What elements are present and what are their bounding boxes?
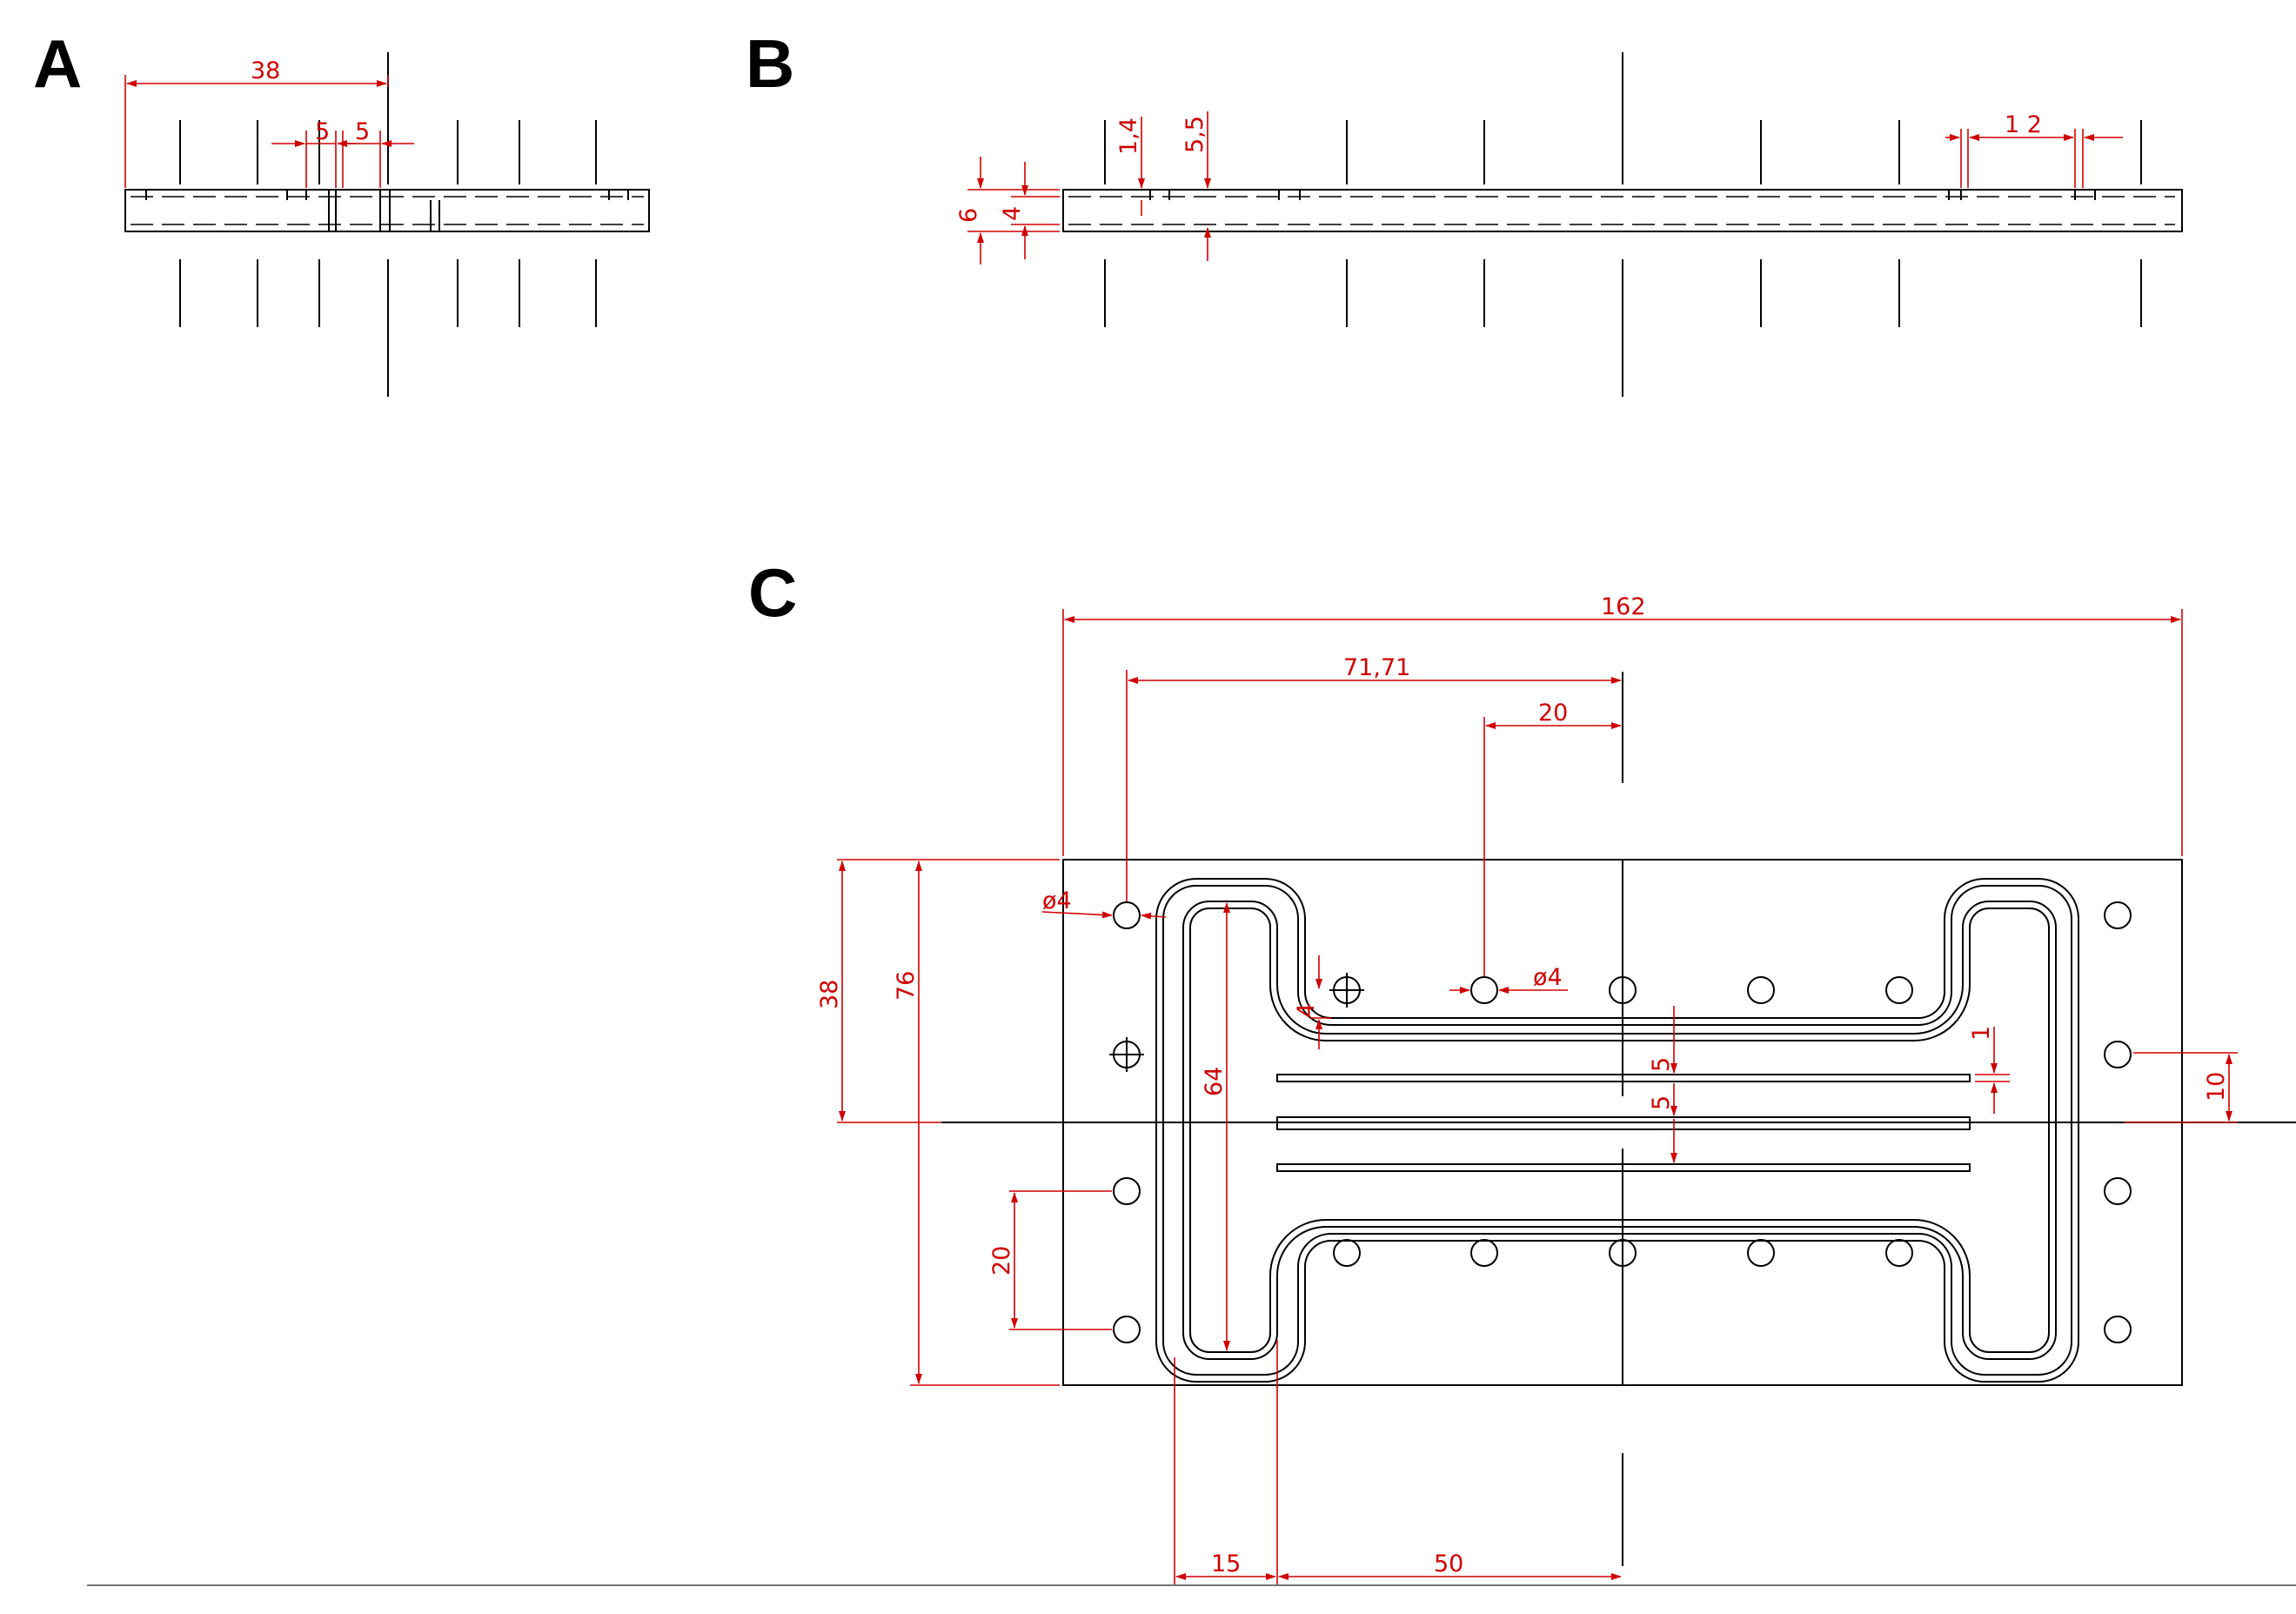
panel-a-label: A [33, 25, 82, 102]
hole-bottom-left [1113, 1316, 1141, 1343]
hole-row-top-4 [1747, 976, 1775, 1004]
dim-c-phi4-mid: ø4 [1533, 964, 1563, 991]
dim-a-width: 38 [251, 57, 280, 84]
hole-row-top-2 [1470, 976, 1498, 1004]
hole-row-bottom-2 [1470, 1239, 1498, 1267]
dim-c-5-upper: 5 [1648, 1057, 1675, 1072]
panel-a-dimensions: 38 5 5 [124, 57, 414, 188]
panel-b-label: B [746, 25, 794, 102]
hole-row-bottom-1 [1333, 1239, 1361, 1267]
dim-c-50: 50 [1434, 1550, 1463, 1577]
hole-right-mid [2104, 1041, 2132, 1068]
dim-c-10: 10 [2203, 1072, 2230, 1102]
hole-row-bottom-4 [1747, 1239, 1775, 1267]
dim-c-20-left: 20 [988, 1246, 1015, 1276]
hole-bottom-right [2104, 1316, 2132, 1343]
panel-b-dimensions: 6 4 1,4 5,5 1 2 [955, 111, 2123, 265]
dim-c-1: 1 [1968, 1026, 1995, 1041]
dim-c-162: 162 [1601, 593, 1646, 620]
hole-right-lower [2104, 1177, 2132, 1205]
panel-a-part-outline [124, 189, 650, 232]
dim-c-38: 38 [816, 980, 843, 1009]
panel-b-part-outline [1062, 189, 2183, 232]
panel-a: A [33, 25, 650, 397]
dim-a-5-right: 5 [355, 118, 370, 145]
panel-b-center-lines [1104, 52, 2142, 397]
panel-c: C [748, 554, 2296, 1585]
dim-b-4: 4 [999, 206, 1026, 221]
dim-b-12: 1 2 [2005, 111, 2042, 138]
hole-row-top-5 [1885, 976, 1913, 1004]
dim-c-71-71: 71,71 [1343, 654, 1410, 681]
dim-b-6: 6 [955, 208, 982, 223]
panel-c-center-lines [941, 672, 2296, 1566]
panel-a-center-lines [179, 52, 597, 397]
dim-a-5-left: 5 [315, 118, 330, 145]
panel-b: B [746, 25, 2183, 397]
dim-c-64: 64 [1201, 1067, 1228, 1096]
dim-b-5-5: 5,5 [1181, 116, 1208, 153]
dim-c-20-top: 20 [1538, 700, 1568, 727]
hole-top-right [2104, 901, 2132, 929]
panel-c-dimensions: 162 71,71 20 ø4 ø4 38 76 [816, 593, 2238, 1585]
dim-b-1-4: 1,4 [1115, 117, 1142, 155]
panel-c-label: C [748, 554, 797, 631]
hole-left-lower [1113, 1177, 1141, 1205]
dim-c-76: 76 [893, 971, 920, 1001]
dim-c-phi4-left: ø4 [1042, 887, 1072, 914]
panel-c-holes [1109, 901, 2132, 1343]
dim-c-5-lower: 5 [1648, 1095, 1675, 1110]
dim-c-4: 4 [1293, 1003, 1320, 1018]
dim-c-15: 15 [1211, 1550, 1241, 1577]
hole-top-left [1113, 901, 1141, 929]
hole-row-bottom-5 [1885, 1239, 1913, 1267]
